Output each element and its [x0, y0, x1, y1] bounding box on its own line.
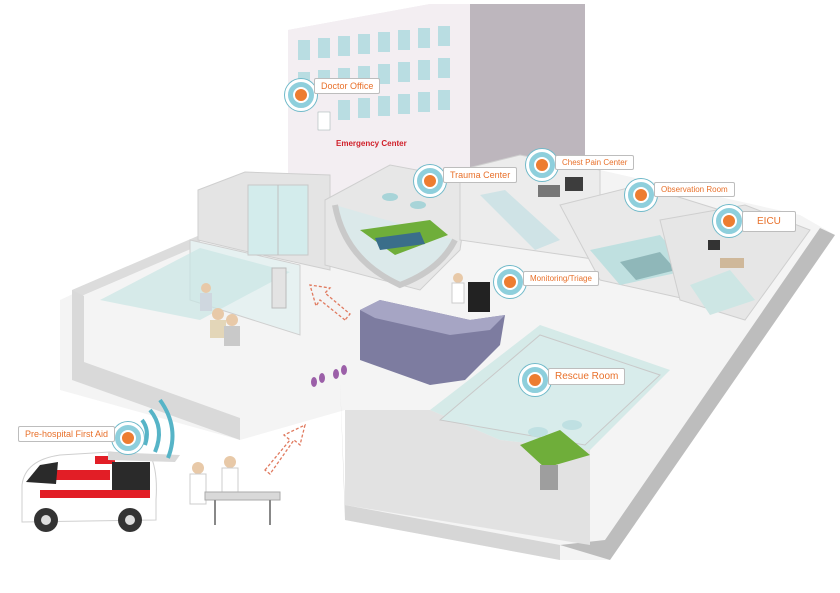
hotspot-doctor-office[interactable]: Doctor Office	[285, 78, 381, 111]
building-sign: Emergency Center	[336, 139, 407, 148]
footprints	[311, 365, 347, 387]
hotspot-label: Observation Room	[654, 181, 735, 197]
glass-corridor	[197, 171, 331, 271]
location-pin-icon	[112, 422, 145, 454]
hotspot-label: Rescue Room	[548, 367, 626, 385]
rescue-room-area	[345, 325, 670, 545]
hotspot-label: Pre-hospital First Aid	[18, 426, 116, 442]
hotspot-eicu[interactable]: EICU	[713, 205, 796, 237]
hotspot-label: Doctor Office	[314, 78, 381, 94]
hotspot-rescue-room[interactable]: Rescue Room	[519, 364, 626, 396]
hotspot-chest-pain-center[interactable]: Chest Pain Center	[526, 149, 635, 181]
location-pin-icon	[285, 79, 317, 111]
hotspot-label: Trauma Center	[443, 167, 518, 183]
location-pin-icon	[526, 149, 558, 181]
hotspot-label: Monitoring/Triage	[523, 270, 599, 286]
hotspot-label: Chest Pain Center	[555, 154, 635, 170]
triage-desk	[360, 273, 505, 385]
ambulance	[21, 398, 180, 532]
route-arrows	[264, 284, 351, 475]
hotspot-trauma-center[interactable]: Trauma Center	[414, 165, 518, 197]
stretcher-team	[189, 456, 281, 525]
waiting-room	[100, 239, 301, 346]
location-pin-icon	[519, 364, 551, 396]
eicu-room	[659, 204, 811, 321]
location-pin-icon	[494, 266, 526, 298]
hotspot-pre-hospital-first-aid[interactable]: Pre-hospital First Aid	[18, 422, 145, 454]
location-pin-icon	[713, 205, 745, 237]
location-pin-icon	[625, 179, 657, 211]
hotspot-observation-room[interactable]: Observation Room	[625, 179, 735, 211]
hotspot-label: EICU	[742, 210, 796, 232]
location-pin-icon	[414, 165, 446, 197]
hotspot-monitoring-triage[interactable]: Monitoring/Triage	[494, 266, 599, 298]
